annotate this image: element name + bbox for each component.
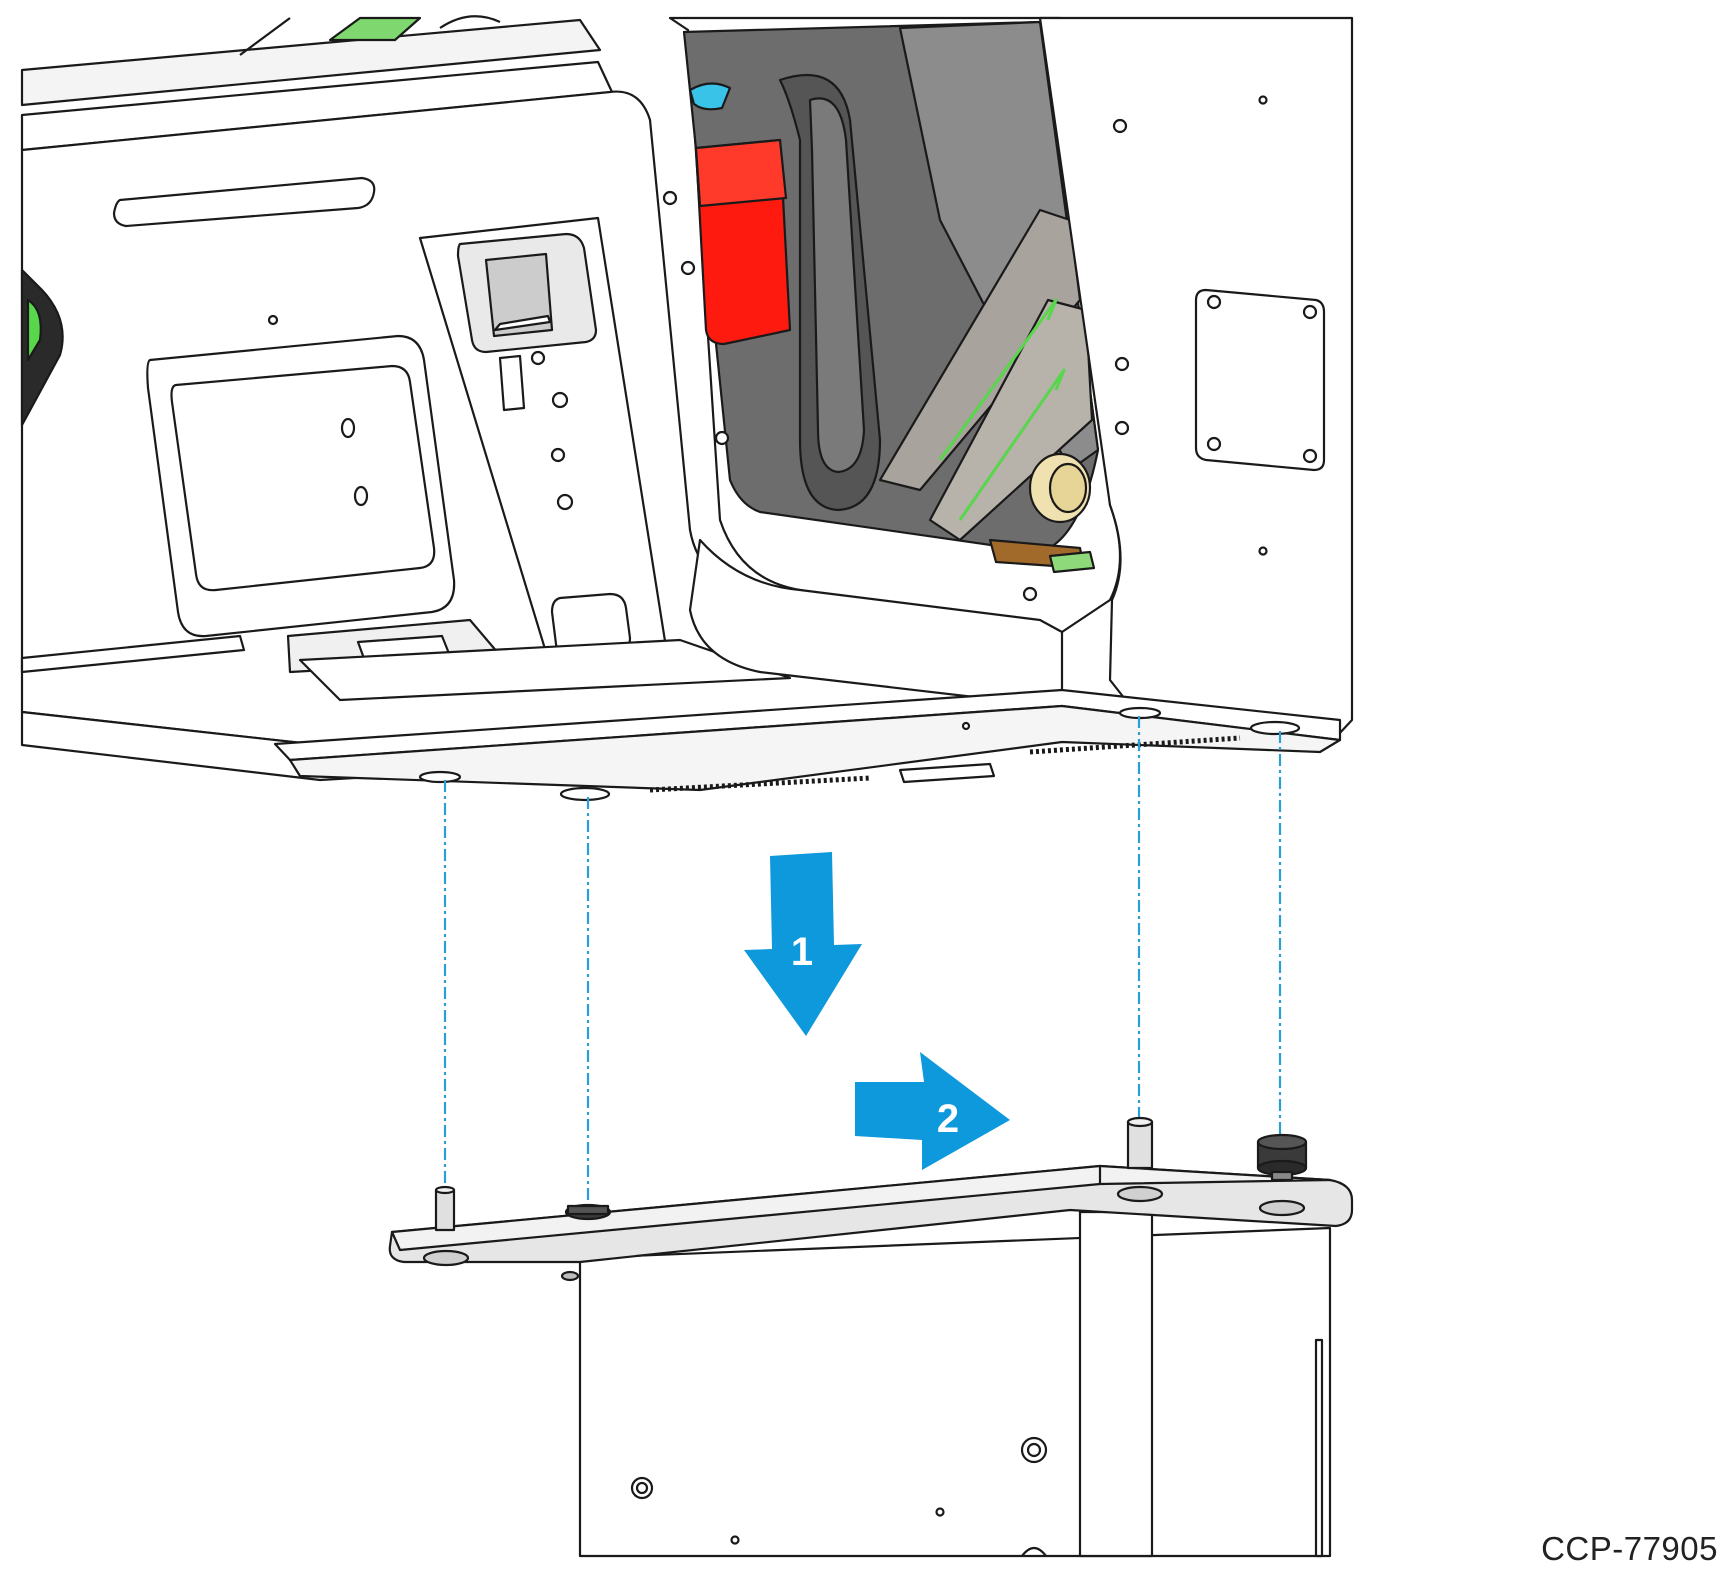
step-1-arrow: 1 bbox=[744, 852, 862, 1036]
access-plate bbox=[1194, 288, 1326, 472]
mount-slot bbox=[559, 786, 611, 802]
alignment-guides bbox=[443, 716, 1282, 1205]
green-part-top bbox=[328, 16, 422, 42]
locating-pin bbox=[434, 1185, 456, 1232]
vent-slots bbox=[649, 735, 1241, 793]
figure-reference-id: CCP-77905 bbox=[1541, 1530, 1718, 1567]
mount-slot bbox=[418, 770, 462, 784]
mount-slot bbox=[1249, 720, 1301, 736]
stand-assembly bbox=[388, 1116, 1354, 1558]
mount-plate bbox=[388, 1164, 1354, 1264]
stand-column bbox=[578, 1226, 1332, 1558]
plate-hole bbox=[1258, 1199, 1306, 1217]
cyan-lever bbox=[688, 82, 732, 111]
kiosk-upper-unit bbox=[20, 15, 1354, 802]
step-2-label: 2 bbox=[937, 1097, 959, 1141]
plate-hole bbox=[1116, 1185, 1164, 1203]
locating-pin bbox=[1126, 1116, 1154, 1170]
step-2-arrow: 2 bbox=[855, 1052, 1010, 1170]
thumb-nut bbox=[1256, 1133, 1308, 1182]
thumb-nut bbox=[564, 1203, 612, 1221]
step-1-label: 1 bbox=[791, 930, 813, 974]
plate-hole bbox=[422, 1249, 470, 1267]
screw-hole bbox=[267, 314, 279, 326]
base-plate-bottom bbox=[288, 704, 1342, 792]
